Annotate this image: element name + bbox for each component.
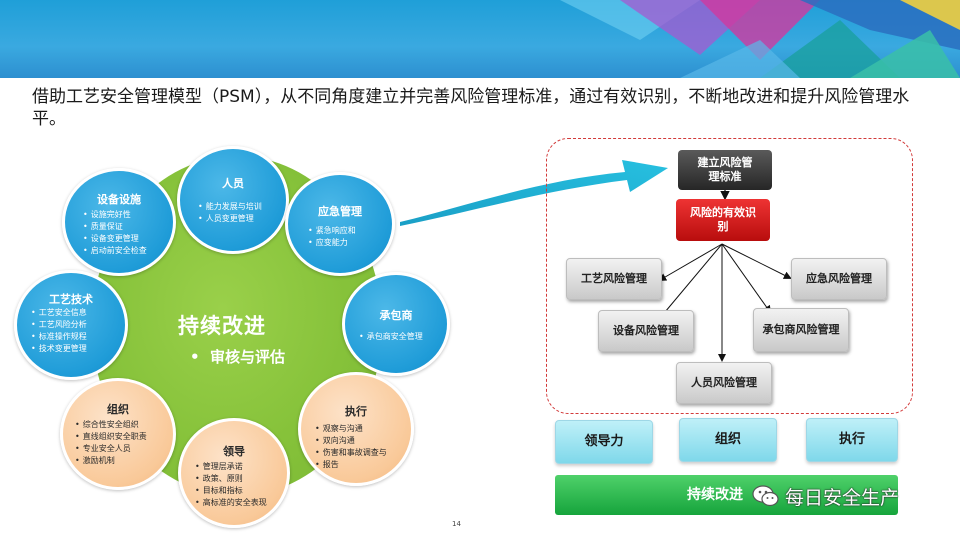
core-title: 持续改进 [178, 314, 266, 338]
box-risk-identification: 风险的有效识别 [676, 199, 770, 241]
list-item: 高标准的安全表现 [195, 497, 267, 509]
pillar-leadership: 领导力 [555, 420, 653, 464]
core-subtitle: • 审核与评估 [190, 348, 286, 366]
circle-organization-list: 综合性安全组织 直线组织安全职责 专业安全人员 激励机制 [75, 419, 147, 467]
box-equipment-risk: 设备风险管理 [598, 310, 694, 352]
circle-leadership-title: 领导 [223, 445, 245, 458]
box-emergency-risk: 应急风险管理 [791, 258, 887, 300]
circle-process-technology-title: 工艺技术 [49, 293, 93, 306]
circle-execution: 执行 观察与沟通 双向沟通 伤害和事故调查与 报告 [298, 372, 414, 486]
circle-contractor-title: 承包商 [379, 309, 413, 322]
list-item: 质量保证 [83, 221, 147, 233]
wechat-icon [752, 485, 779, 507]
list-item: 政策、原则 [195, 473, 267, 485]
watermark-text: 每日安全生产 [785, 486, 900, 509]
watermark: 每日安全生产 [752, 482, 899, 510]
list-item: 工艺风险分析 [31, 319, 87, 331]
list-item: 激励机制 [75, 455, 147, 467]
list-item: 设施完好性 [83, 209, 147, 221]
circle-personnel-list: 能力发展与培训 人员变更管理 [198, 201, 262, 225]
list-item: 专业安全人员 [75, 443, 147, 455]
header-banner [0, 0, 960, 78]
circle-emergency-list: 紧急响应和 应变能力 [308, 225, 356, 249]
circle-equipment: 设备设施 设施完好性 质量保证 设备变更管理 启动前安全检查 [62, 168, 176, 276]
list-item: 技术变更管理 [31, 343, 87, 355]
circle-process-technology: 工艺技术 工艺安全信息 工艺风险分析 标准操作规程 技术变更管理 [14, 270, 128, 380]
list-item: 双向沟通 [315, 435, 387, 447]
list-item: 紧急响应和 [308, 225, 356, 237]
list-item: 标准操作规程 [31, 331, 87, 343]
list-item: 人员变更管理 [198, 213, 262, 225]
list-item: 伤害和事故调查与 [315, 447, 387, 459]
circle-leadership-list: 管理层承诺 政策、原则 目标和指标 高标准的安全表现 [195, 461, 267, 509]
list-item: 观察与沟通 [315, 423, 387, 435]
list-item: 目标和指标 [195, 485, 267, 497]
core-subtitle-text: 审核与评估 [210, 348, 286, 366]
list-item: 综合性安全组织 [75, 419, 147, 431]
circle-contractor: 承包商 承包商安全管理 [342, 272, 450, 376]
risk-management-frame [546, 138, 913, 414]
list-item: 承包商安全管理 [359, 331, 423, 343]
list-item: 直线组织安全职责 [75, 431, 147, 443]
box-contractor-risk: 承包商风险管理 [753, 308, 849, 352]
list-item: 设备变更管理 [83, 233, 147, 245]
circle-organization-title: 组织 [107, 403, 129, 416]
circle-equipment-title: 设备设施 [97, 193, 141, 206]
pillar-organization: 组织 [679, 418, 777, 462]
list-item: 报告 [315, 459, 387, 471]
list-item: 应变能力 [308, 237, 356, 249]
page-number: 14 [452, 520, 461, 528]
list-item: 管理层承诺 [195, 461, 267, 473]
list-item: 启动前安全检查 [83, 245, 147, 257]
pillar-execution: 执行 [806, 418, 898, 462]
circle-emergency-title: 应急管理 [318, 205, 362, 218]
box-establish-standards: 建立风险管理标准 [678, 150, 772, 190]
circle-leadership: 领导 管理层承诺 政策、原则 目标和指标 高标准的安全表现 [178, 418, 290, 528]
circle-personnel-title: 人员 [222, 177, 244, 190]
box-personnel-risk: 人员风险管理 [676, 362, 772, 404]
page-subtitle: 借助工艺安全管理模型（PSM），从不同角度建立并完善风险管理标准，通过有效识别，… [32, 87, 910, 129]
circle-execution-title: 执行 [345, 405, 367, 418]
circle-contractor-list: 承包商安全管理 [359, 331, 423, 343]
box-process-risk: 工艺风险管理 [566, 258, 662, 300]
core-label: 持续改进 • 审核与评估 [178, 310, 318, 367]
header-decoration [560, 0, 960, 78]
circle-emergency: 应急管理 紧急响应和 应变能力 [285, 172, 395, 276]
base-continuous-improvement: 持续改进 [555, 475, 898, 515]
list-item: 能力发展与培训 [198, 201, 262, 213]
circle-process-technology-list: 工艺安全信息 工艺风险分析 标准操作规程 技术变更管理 [31, 307, 87, 355]
circle-execution-list: 观察与沟通 双向沟通 伤害和事故调查与 报告 [315, 423, 387, 471]
circle-personnel: 人员 能力发展与培训 人员变更管理 [177, 146, 289, 254]
circle-organization: 组织 综合性安全组织 直线组织安全职责 专业安全人员 激励机制 [60, 378, 176, 490]
list-item: 工艺安全信息 [31, 307, 87, 319]
circle-equipment-list: 设施完好性 质量保证 设备变更管理 启动前安全检查 [83, 209, 147, 257]
